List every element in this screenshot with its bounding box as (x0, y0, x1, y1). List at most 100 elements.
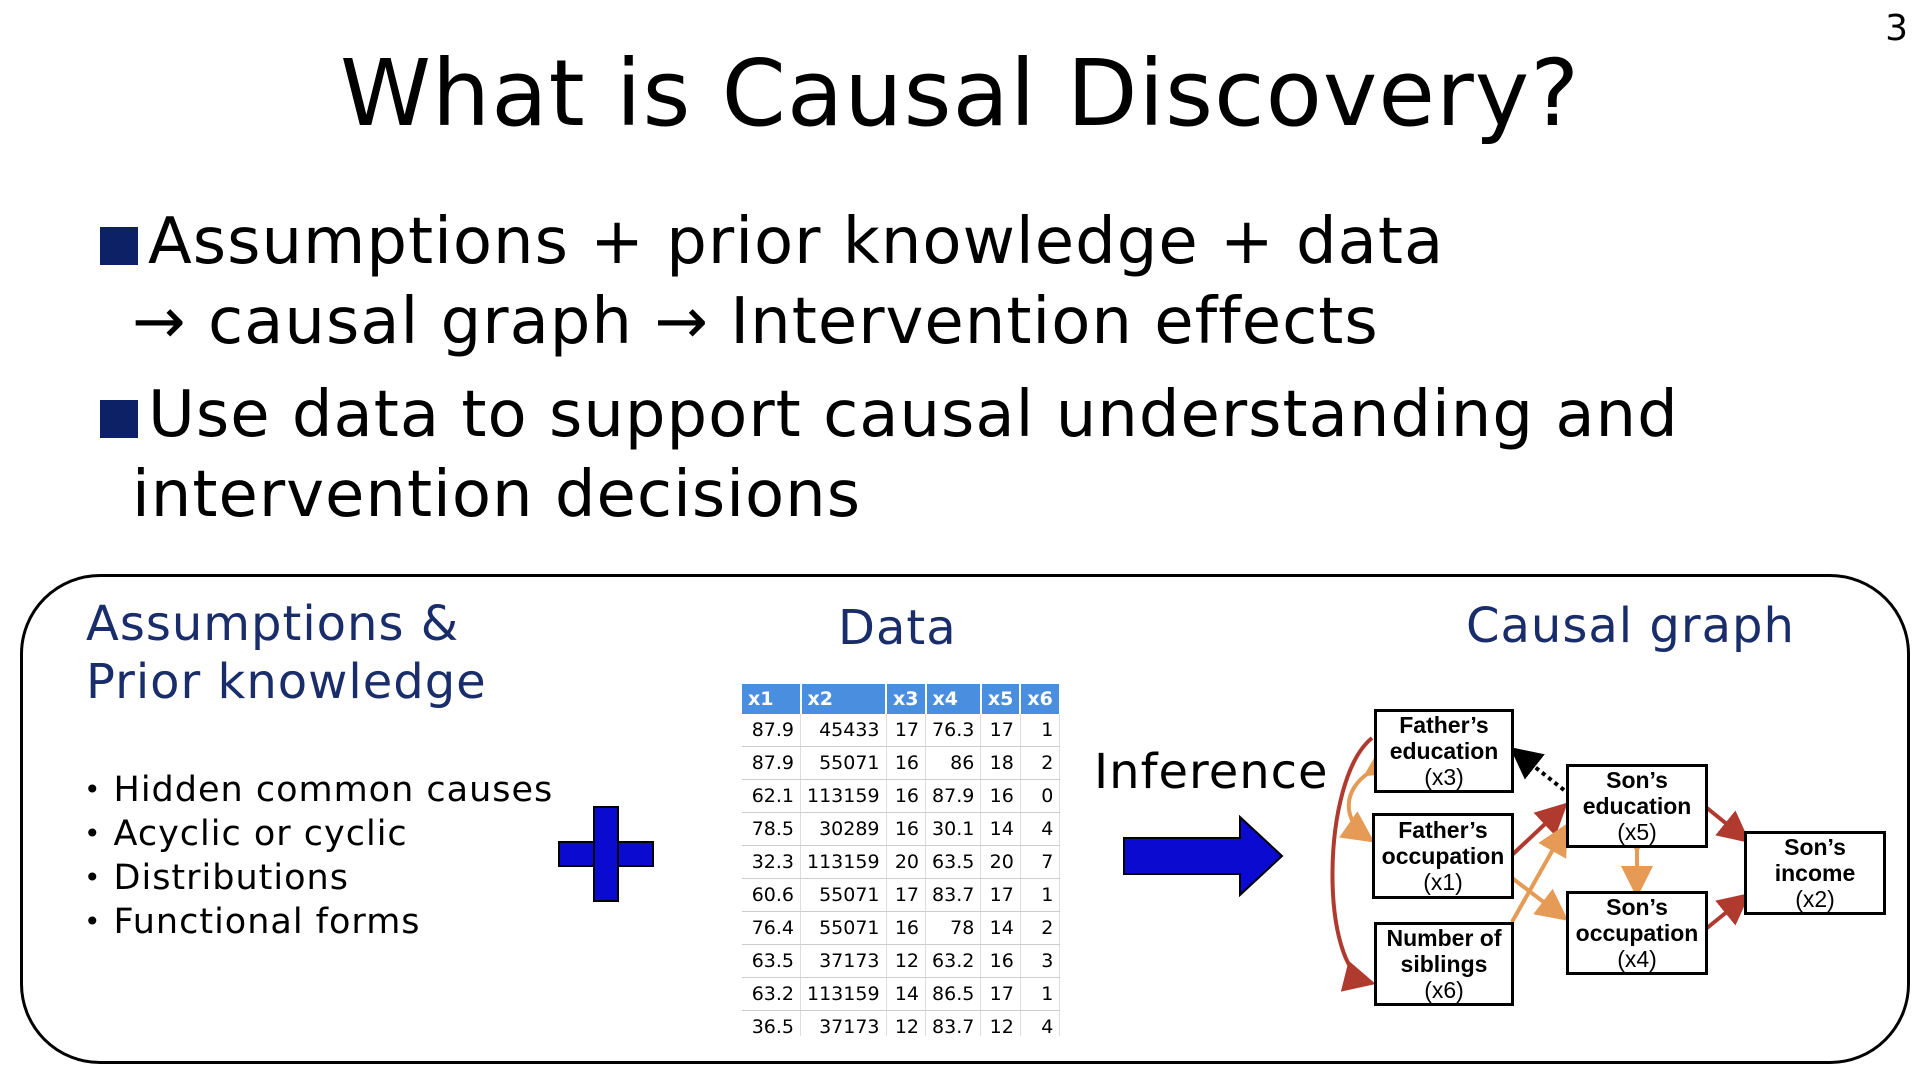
column-header: x6 (1020, 684, 1061, 714)
table-header-row: x1 x2 x3 x4 x5 x6 (742, 684, 1061, 714)
bullet-2-line-2: intervention decisions (132, 458, 862, 532)
assumptions-list: Hidden common causes Acyclic or cyclic D… (84, 768, 553, 944)
table-cell: 1 (1020, 878, 1061, 912)
assumption-item: Distributions (84, 856, 553, 900)
plus-icon-center (595, 843, 617, 865)
node-line: Father’s (1398, 817, 1488, 843)
assumption-item: Hidden common causes (84, 768, 553, 812)
table-cell: 87.9 (742, 714, 801, 747)
node-line: Son’s (1606, 767, 1668, 793)
assumption-item: Functional forms (84, 900, 553, 944)
assumptions-heading-1: Assumptions & (86, 596, 460, 652)
table-cell: 1 (1020, 714, 1061, 747)
table-cell: 78.5 (742, 812, 801, 846)
node-line: Son’s (1784, 834, 1846, 860)
node-line: (x3) (1424, 764, 1464, 790)
table-cell: 78 (925, 911, 982, 945)
table-cell: 63.5 (742, 944, 801, 978)
table-cell: 86 (925, 746, 982, 780)
table-cell: 16 (980, 779, 1021, 813)
table-cell: 18 (980, 746, 1021, 780)
table-cell: 16 (886, 779, 927, 813)
node-line: education (1389, 738, 1499, 764)
table-cell: 63.5 (925, 845, 982, 879)
node-line: occupation (1575, 920, 1699, 946)
node-line: occupation (1381, 843, 1505, 869)
table-cell: 37173 (800, 1010, 887, 1036)
bullet-1-line-1: Assumptions + prior knowledge + data (100, 205, 1444, 279)
table-cell: 16 (886, 812, 927, 846)
graph-node-x5: Son’s education (x5) (1566, 764, 1708, 848)
node-line: (x4) (1617, 946, 1657, 972)
table-cell: 83.7 (925, 1010, 982, 1036)
node-line: Number of (1386, 925, 1502, 951)
table-cell: 4 (1020, 1010, 1061, 1036)
page-number: 3 (1885, 8, 1908, 49)
table-cell: 17 (980, 714, 1021, 747)
table-cell: 17 (886, 714, 927, 747)
table-cell: 17 (980, 878, 1021, 912)
edge-x1-x4 (1510, 876, 1569, 921)
bullet-1-line-2: → causal graph → Intervention effects (132, 285, 1379, 359)
table-cell: 4 (1020, 812, 1061, 846)
bullet-1-text-1: Assumptions + prior knowledge + data (148, 205, 1445, 279)
table-cell: 55071 (800, 746, 887, 780)
illustration-panel (20, 574, 1910, 1064)
table-cell: 16 (886, 746, 927, 780)
column-header: x3 (886, 684, 927, 714)
data-heading: Data (838, 600, 957, 656)
table-cell: 55071 (800, 911, 887, 945)
edge-x6-x5 (1510, 823, 1568, 923)
edge-x4-x2 (1705, 892, 1751, 930)
table-cell: 20 (886, 845, 927, 879)
graph-node-x6: Number of siblings (x6) (1374, 922, 1514, 1006)
inference-arrow-icon (1123, 815, 1284, 897)
table-cell: 1 (1020, 977, 1061, 1011)
node-line: Son’s (1606, 894, 1668, 920)
bullet-2-line-1: Use data to support causal understanding… (100, 378, 1679, 452)
table-cell: 7 (1020, 845, 1061, 879)
assumptions-heading-2: Prior knowledge (86, 654, 487, 710)
table-cell: 113159 (800, 977, 887, 1011)
table-cell: 12 (980, 1010, 1021, 1036)
table-cell: 30289 (800, 812, 887, 846)
node-line: (x5) (1617, 819, 1657, 845)
graph-node-x1: Father’s occupation (x1) (1372, 813, 1514, 899)
table-cell: 113159 (800, 779, 887, 813)
node-line: (x1) (1423, 869, 1463, 895)
table-cell: 45433 (800, 714, 887, 747)
edge-x1-x5 (1510, 802, 1568, 857)
node-line: education (1582, 793, 1692, 819)
column-header: x5 (980, 684, 1022, 714)
node-line: (x2) (1795, 886, 1835, 912)
table-cell: 87.9 (742, 746, 801, 780)
table-cell: 83.7 (925, 878, 982, 912)
edge-x5-x2 (1705, 806, 1751, 844)
table-cell: 76.4 (742, 911, 801, 945)
graph-node-x4: Son’s occupation (x4) (1566, 891, 1708, 975)
table-cell: 76.3 (925, 714, 982, 747)
table-cell: 55071 (800, 878, 887, 912)
table-cell: 3 (1020, 944, 1061, 978)
table-cell: 12 (886, 944, 927, 978)
table-cell: 60.6 (742, 878, 801, 912)
column-header: x1 (742, 684, 802, 714)
table-cell: 14 (980, 911, 1021, 945)
table-cell: 37173 (800, 944, 887, 978)
table-cell: 32.3 (742, 845, 801, 879)
table-cell: 17 (980, 977, 1021, 1011)
table-cell: 30.1 (925, 812, 982, 846)
slide-title: What is Causal Discovery? (339, 40, 1581, 147)
bullet-square-icon (100, 227, 138, 265)
table-cell: 20 (980, 845, 1021, 879)
node-line: income (1774, 860, 1856, 886)
